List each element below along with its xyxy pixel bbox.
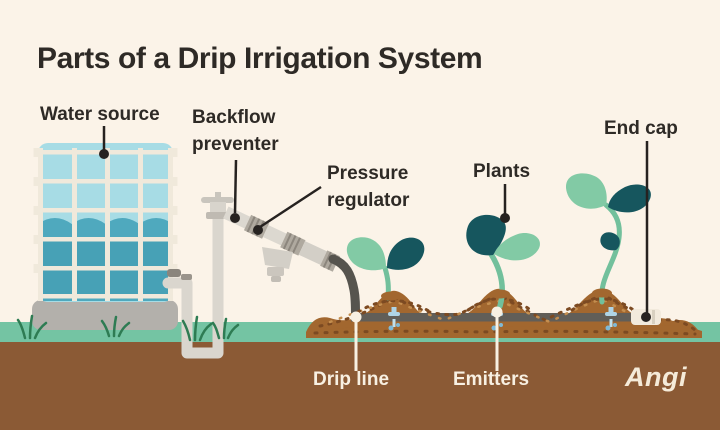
emitters-pointer-dot <box>491 306 503 318</box>
plants-pointer-dot <box>500 213 510 223</box>
leaf-light <box>565 173 607 209</box>
drip-line-tube <box>351 313 651 322</box>
tank-valve-knob <box>167 269 181 277</box>
end-cap-pointer-dot <box>641 312 651 322</box>
leaf-dark-small <box>600 232 620 251</box>
water-source-pointer-dot <box>99 149 109 159</box>
backflow-pointer-dot <box>230 213 240 223</box>
label-end-cap: End cap <box>604 118 678 139</box>
pointers-light <box>350 306 503 371</box>
pressure-pointer-dot <box>253 225 263 235</box>
leaf-dark <box>608 184 651 213</box>
grass-tufts <box>16 314 240 342</box>
plant-tall <box>565 173 651 305</box>
label-backflow-preventer: Backflow preventer <box>192 104 279 158</box>
faucet <box>201 192 234 219</box>
tank-base <box>32 300 178 330</box>
label-drip-line: Drip line <box>313 369 390 390</box>
label-backflow-line1: Backflow <box>192 107 276 128</box>
backflow-pointer <box>233 159 238 214</box>
feeder-tube <box>328 254 360 321</box>
pointers-dark <box>99 126 651 322</box>
emitter-device <box>388 307 400 331</box>
emitter-device <box>605 307 617 331</box>
angi-logo: Angi <box>625 362 687 392</box>
pipe-coupling <box>181 274 192 280</box>
plant-small <box>346 237 425 301</box>
soil <box>0 342 720 430</box>
label-emitters: Emitters <box>453 369 530 390</box>
leaf-light <box>346 237 386 271</box>
pressure-pointer <box>259 185 322 229</box>
label-plants: Plants <box>473 161 531 182</box>
mulch-caps <box>381 288 612 301</box>
drip-line-pointer-dot <box>350 311 362 323</box>
pressure-regulator-device <box>262 247 293 282</box>
label-pressure-regulator: Pressure regulator <box>327 160 409 214</box>
page-title: Parts of a Drip Irrigation System <box>37 42 483 76</box>
leaf-dark <box>387 237 425 270</box>
plant-medium <box>466 214 540 309</box>
label-pressure-line1: Pressure <box>327 163 409 184</box>
leaf-light <box>494 233 540 261</box>
water-tank <box>33 143 178 302</box>
supply-pipe <box>162 206 224 359</box>
label-backflow-line2: preventer <box>192 134 279 155</box>
label-pressure-line2: regulator <box>327 190 410 211</box>
leaf-dark <box>466 214 506 256</box>
label-water-source: Water source <box>40 104 160 125</box>
